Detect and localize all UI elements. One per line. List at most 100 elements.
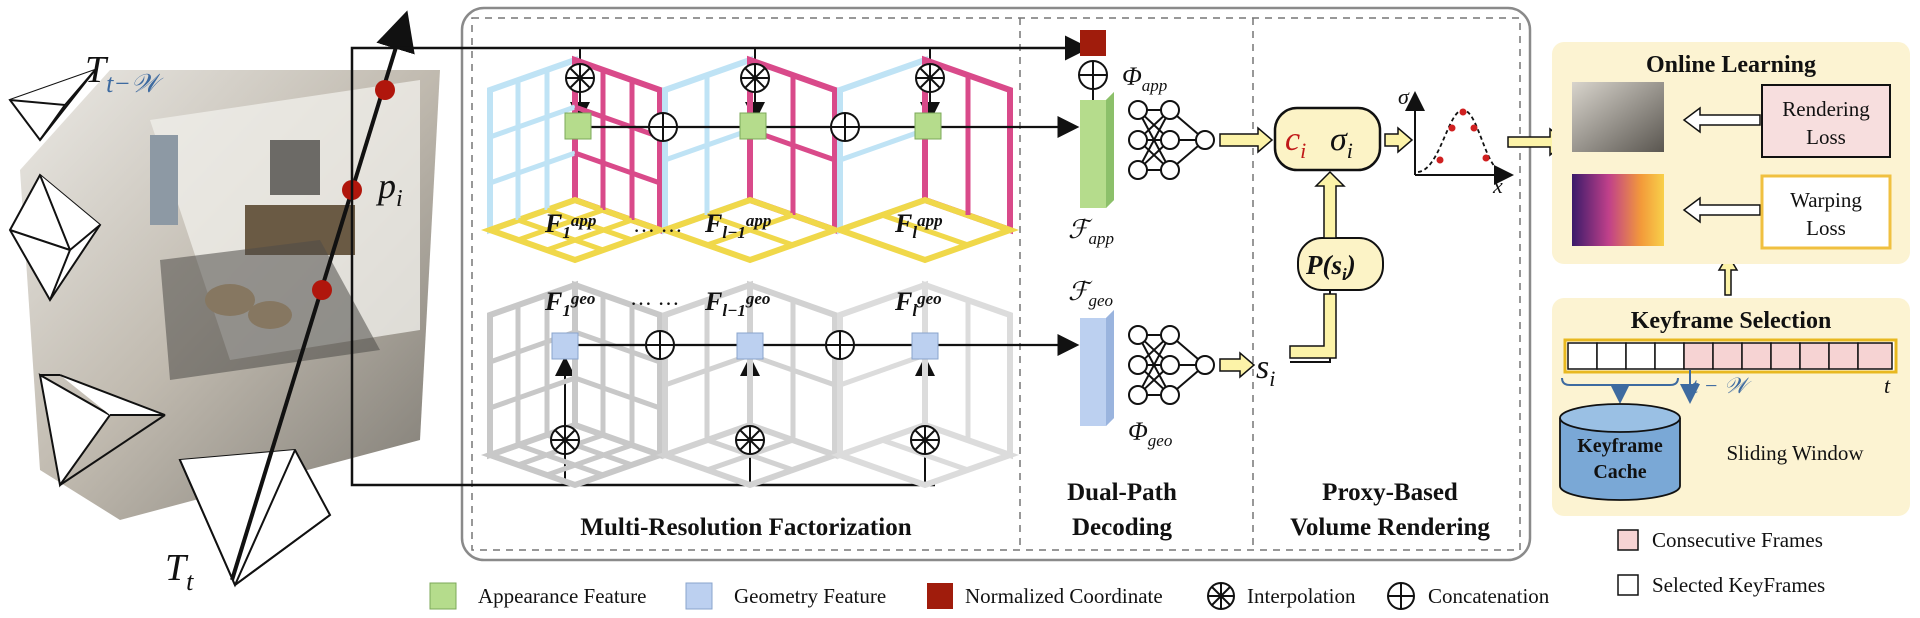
warping-loss-line1: Warping <box>1790 188 1862 212</box>
frame-cells <box>1567 342 1893 370</box>
appearance-feature-cubes <box>564 112 942 140</box>
consecutive-frame-cell <box>1683 342 1714 370</box>
sample-point <box>312 280 332 300</box>
normalized-coordinate-icon <box>1080 30 1106 56</box>
selected-frame-cell <box>1625 342 1656 370</box>
loss-arrows <box>1682 106 1761 224</box>
coord-cube <box>1080 30 1106 56</box>
geo-label-3: Flgeo <box>894 287 942 320</box>
t-label: t <box>1884 373 1891 398</box>
arrow-icon <box>1384 126 1414 154</box>
geo-grid-labels: F1geo … … Fl−1geo Flgeo <box>544 285 942 320</box>
ellipsis: … … <box>630 285 680 310</box>
consecutive-frame-cell <box>1828 342 1859 370</box>
sigma-label: σi <box>1330 121 1353 163</box>
rendered-image <box>1572 82 1664 152</box>
consecutive-frame-cell <box>1712 342 1743 370</box>
geometry-feature-icon <box>736 332 764 360</box>
consecutive-frame-cell <box>1857 342 1893 370</box>
pose-t-label: Tt <box>165 547 194 596</box>
normalized-coordinate-icon <box>927 583 953 609</box>
f-app-label: ℱapp <box>1068 215 1114 248</box>
geometry-feature-icon <box>685 582 713 610</box>
consecutive-frames-label: Consecutive Frames <box>1652 528 1823 552</box>
phi-app-label: Φapp <box>1122 62 1167 95</box>
proxy-label: P(si) <box>1305 250 1356 284</box>
sliding-window-label: Sliding Window <box>1726 441 1864 465</box>
proxy-box <box>1297 237 1384 291</box>
interpolation-icon <box>915 63 945 93</box>
keyframe-cache: Keyframe Cache <box>1559 403 1681 501</box>
decoding-title-2: Decoding <box>1072 514 1173 541</box>
app-grid-3 <box>830 55 1020 264</box>
interpolation-icon <box>1207 582 1235 610</box>
concatenation-icon <box>645 330 675 360</box>
selected-frame-cell <box>1654 342 1685 370</box>
concatenation-icon <box>1387 582 1415 610</box>
legend-appearance-label: Appearance Feature <box>478 584 646 608</box>
interpolation-icon <box>550 425 580 455</box>
camera-icon <box>8 173 102 302</box>
point-label: pi <box>375 166 403 212</box>
pose-tw-label: Tt−𝒲 <box>85 49 164 98</box>
consecutive-frames-swatch <box>1617 529 1639 551</box>
rendering-title-1: Proxy-Based <box>1322 479 1458 506</box>
geometry-feature-cubes <box>551 332 939 360</box>
camera-icon <box>8 67 98 142</box>
concatenation-icon <box>1078 60 1108 90</box>
geo-label-2: Fl−1geo <box>704 287 770 320</box>
legend-concatenation-label: Concatenation <box>1428 584 1550 608</box>
plot-x-label: x <box>1492 173 1503 198</box>
ellipsis: … … <box>633 212 683 237</box>
warping-loss-box <box>1760 174 1892 250</box>
appearance-feature-icon <box>914 112 942 140</box>
geo-label-1: F1geo <box>544 287 595 320</box>
bottom-legend: Appearance Feature Geometry Feature Norm… <box>429 582 1550 610</box>
interpolation-icon <box>735 425 765 455</box>
coord-feed-line <box>350 35 1090 190</box>
app-grid-labels: F1app … … Fl−1app Flapp <box>544 209 943 242</box>
cache-label-1: Keyframe <box>1577 435 1663 457</box>
density-plot: σ x <box>1398 84 1514 198</box>
color-density-box <box>1273 106 1382 172</box>
consecutive-frame-cell <box>1741 342 1772 370</box>
app-label-3: Flapp <box>894 209 943 242</box>
plot-y-label: σ <box>1398 84 1410 109</box>
interpolation-ops <box>550 63 945 455</box>
legend-normalized-label: Normalized Coordinate <box>965 584 1163 608</box>
selected-keyframes-label: Selected KeyFrames <box>1652 573 1825 597</box>
app-label-2: Fl−1app <box>704 209 771 242</box>
rendering-title-2: Volume Rendering <box>1290 514 1490 541</box>
interpolation-icon <box>910 425 940 455</box>
s-label: si <box>1256 349 1275 391</box>
decoding-title-1: Dual-Path <box>1067 479 1177 506</box>
sample-point <box>375 80 395 100</box>
selected-frame-cell <box>1596 342 1627 370</box>
concatenation-icon <box>830 112 860 142</box>
interpolation-icon <box>740 63 770 93</box>
geometry-feature-icon <box>911 332 939 360</box>
app-label-1: F1app <box>544 209 596 242</box>
selected-keyframes-swatch <box>1617 574 1639 596</box>
interpolation-icon <box>565 63 595 93</box>
appearance-feature-icon <box>739 112 767 140</box>
arrow-icon <box>1219 126 1274 154</box>
legend-interpolation-label: Interpolation <box>1247 584 1356 608</box>
door-icon <box>150 135 178 225</box>
legend-geometry-label: Geometry Feature <box>734 584 886 608</box>
proxy-arrows <box>1289 170 1346 359</box>
rendering-loss-line1: Rendering <box>1782 97 1870 121</box>
phi-geo-label: Φgeo <box>1128 417 1172 450</box>
c-label: ci <box>1285 121 1306 163</box>
f-geo-bar <box>1080 310 1114 426</box>
concatenation-ops <box>645 60 1108 360</box>
geometry-grids <box>480 280 1020 489</box>
geo-feed-line <box>350 190 935 487</box>
geo-grid-1 <box>480 280 670 489</box>
rendering-loss-box <box>1761 84 1891 158</box>
factorization-title: Multi-Resolution Factorization <box>580 514 911 541</box>
f-app-bar <box>1080 92 1114 208</box>
t-minus-w-label: t − 𝒲 <box>1692 373 1752 398</box>
geometry-feature-icon <box>551 332 579 360</box>
